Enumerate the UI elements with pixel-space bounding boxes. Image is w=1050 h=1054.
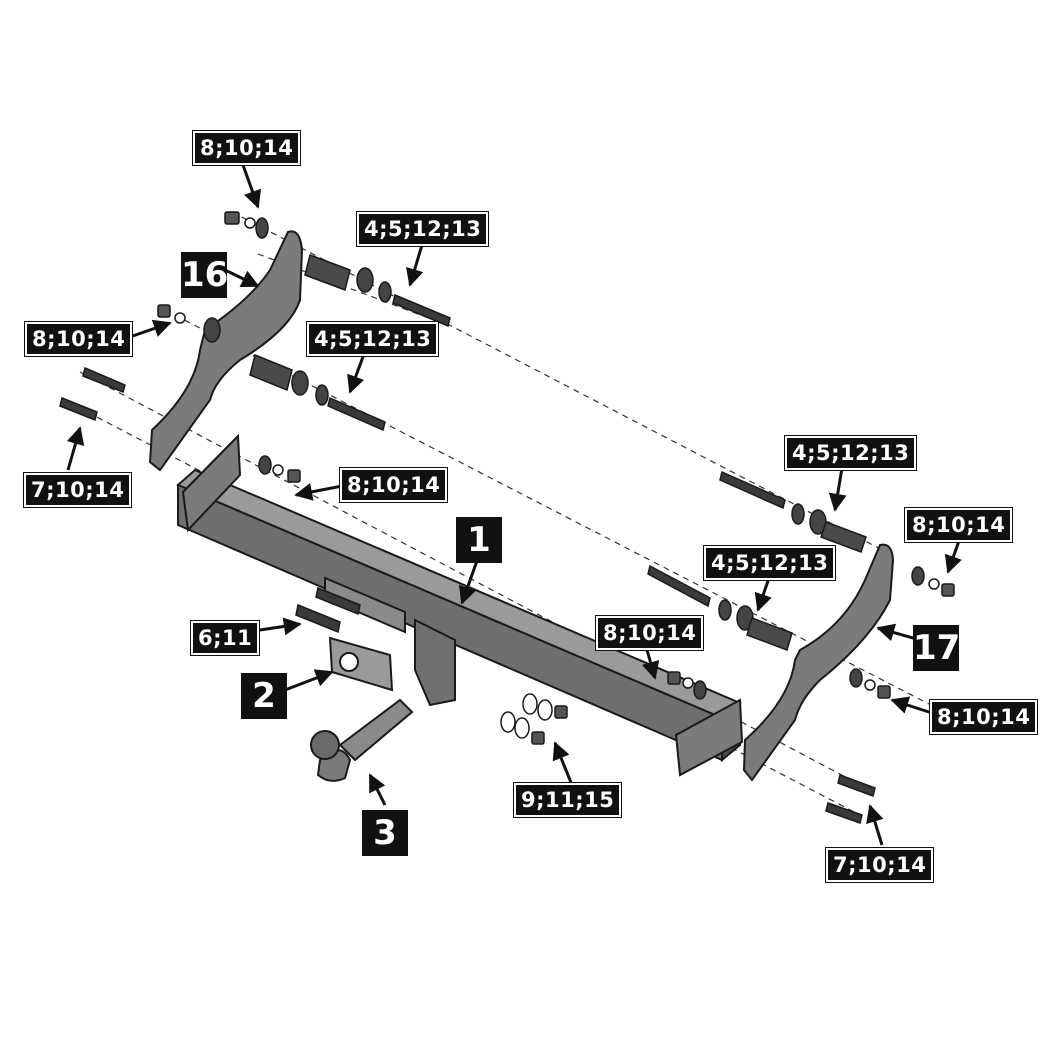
- callout-bolts-far-left: 7;10;14: [22, 472, 133, 508]
- callout-bolts-upper: 4;5;12;13: [355, 211, 490, 247]
- crossbar-part-1: [176, 433, 744, 777]
- fasteners: [59, 211, 955, 824]
- side-bracket-part-16: [148, 230, 304, 472]
- callout-fasteners-right: 8;10;14: [928, 699, 1039, 735]
- callout-bolts-right-lower: 4;5;12;13: [702, 545, 837, 581]
- part-number-1: 1: [456, 517, 502, 563]
- part-number-17: 17: [913, 625, 960, 671]
- leader-arrows: [66, 164, 962, 846]
- callout-socket-bolts: 6;11: [189, 620, 261, 656]
- callout-ball-fasteners: 9;11;15: [512, 782, 623, 818]
- callout-bolts-right-upper: 4;5;12;13: [783, 435, 918, 471]
- callout-fasteners-right-bar: 8;10;14: [594, 615, 705, 651]
- part-number-2: 2: [241, 673, 287, 719]
- socket-plate-part-2: [328, 636, 394, 692]
- callout-fasteners-left-bar: 8;10;14: [338, 467, 449, 503]
- tow-ball-part-3: [310, 698, 414, 782]
- callout-fasteners-left: 8;10;14: [23, 321, 134, 357]
- part-number-16: 16: [181, 252, 228, 298]
- callout-bolts-far-right: 7;10;14: [824, 847, 935, 883]
- callout-bolts-lower-left: 4;5;12;13: [305, 321, 440, 357]
- callout-fasteners-top-left: 8;10;14: [191, 130, 302, 166]
- callout-fasteners-top-right: 8;10;14: [903, 507, 1014, 543]
- part-number-3: 3: [362, 810, 408, 856]
- side-bracket-part-17: [742, 543, 895, 782]
